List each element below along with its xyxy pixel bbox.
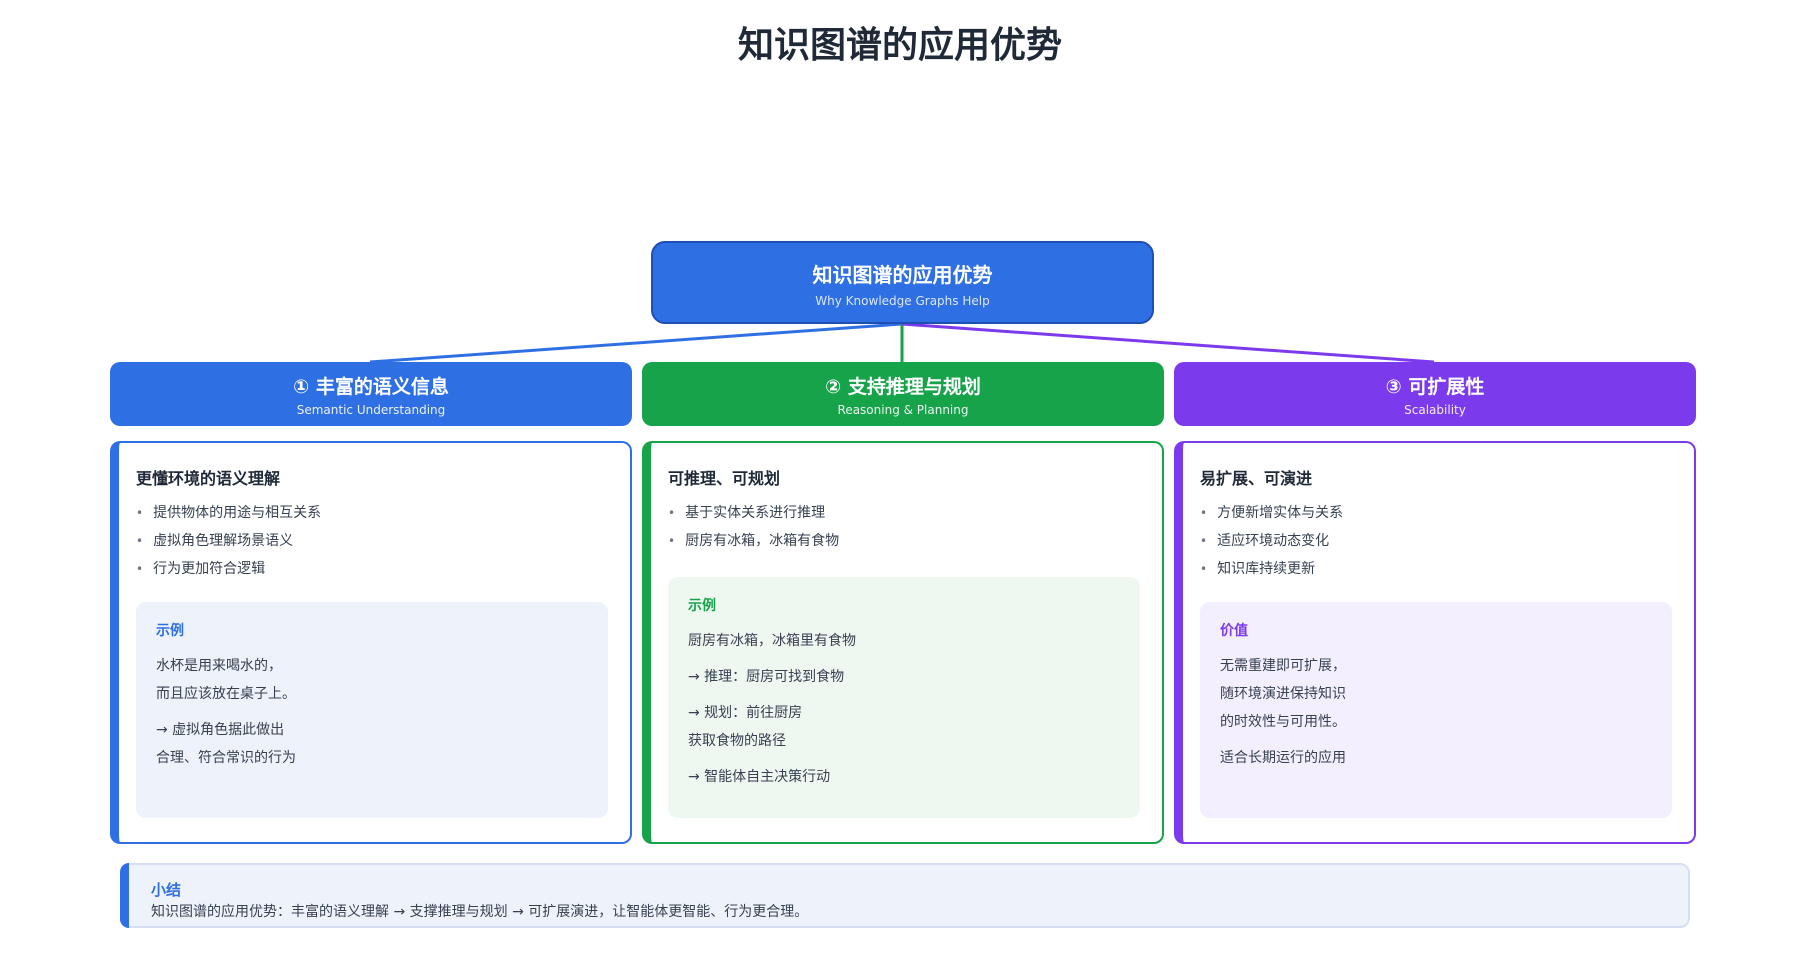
box-line: → 推理：厨房可找到食物 — [688, 669, 845, 685]
card-title: 易扩展、可演进 — [1200, 469, 1313, 488]
box-line: 随环境演进保持知识 — [1220, 686, 1346, 702]
box-title: 示例 — [688, 598, 716, 614]
box-line: → 智能体自主决策行动 — [688, 769, 831, 785]
root-node: 知识图谱的应用优势 Why Knowledge Graphs Help — [651, 241, 1154, 324]
summary-box: 小结 知识图谱的应用优势：丰富的语义理解 → 支撑推理与规划 → 可扩展演进，让… — [120, 863, 1690, 928]
example-box: 示例 厨房有冰箱，冰箱里有食物 → 推理：厨房可找到食物 → 规划：前往厨房 获… — [668, 577, 1140, 818]
page-title: 知识图谱的应用优势 — [737, 25, 1062, 66]
list-item: 方便新增实体与关系 — [1200, 499, 1343, 527]
box-line: 适合长期运行的应用 — [1220, 750, 1346, 766]
card-title: 可推理、可规划 — [668, 469, 781, 488]
list-item: 厨房有冰箱，冰箱有食物 — [668, 527, 839, 555]
column-head-reasoning: ② 支持推理与规划 Reasoning & Planning — [642, 362, 1164, 426]
list-item: 适应环境动态变化 — [1200, 527, 1343, 555]
box-title: 示例 — [156, 623, 184, 639]
column-head-semantic: ① 丰富的语义信息 Semantic Understanding — [110, 362, 632, 426]
list-item: 基于实体关系进行推理 — [668, 499, 839, 527]
column-head-title: ③ 可扩展性 — [1385, 376, 1485, 398]
connector-purple — [901, 322, 1435, 364]
bullet-list: 基于实体关系进行推理 厨房有冰箱，冰箱有食物 — [668, 499, 839, 555]
bullet-list: 方便新增实体与关系 适应环境动态变化 知识库持续更新 — [1200, 499, 1343, 583]
value-box: 价值 无需重建即可扩展， 随环境演进保持知识 的时效性与可用性。 适合长期运行的… — [1200, 602, 1672, 818]
box-line: → 虚拟角色据此做出 — [156, 722, 285, 738]
column-head-subtitle: Reasoning & Planning — [837, 403, 969, 417]
column-head-title: ① 丰富的语义信息 — [293, 376, 449, 398]
connector-blue — [369, 322, 903, 364]
box-line: 厨房有冰箱，冰箱里有食物 — [688, 633, 856, 649]
list-item: 知识库持续更新 — [1200, 555, 1343, 583]
box-line: → 规划：前往厨房 — [688, 705, 803, 721]
box-line: 获取食物的路径 — [688, 733, 786, 749]
root-title: 知识图谱的应用优势 — [812, 263, 993, 287]
summary-accent-bar — [120, 863, 129, 928]
column-head-subtitle: Semantic Understanding — [296, 403, 446, 417]
bullet-list: 提供物体的用途与相互关系 虚拟角色理解场景语义 行为更加符合逻辑 — [136, 499, 321, 583]
card-scalability: 易扩展、可演进 方便新增实体与关系 适应环境动态变化 知识库持续更新 价值 无需… — [1174, 441, 1696, 844]
card-title: 更懂环境的语义理解 — [136, 469, 281, 488]
list-item: 虚拟角色理解场景语义 — [136, 527, 321, 555]
column-head-subtitle: Scalability — [1404, 403, 1466, 417]
box-line: 水杯是用来喝水的， — [156, 658, 282, 674]
example-box: 示例 水杯是用来喝水的， 而且应该放在桌子上。 → 虚拟角色据此做出 合理、符合… — [136, 602, 608, 818]
card-reasoning: 可推理、可规划 基于实体关系进行推理 厨房有冰箱，冰箱有食物 示例 厨房有冰箱，… — [642, 441, 1164, 844]
box-line: 而且应该放在桌子上。 — [156, 686, 296, 702]
list-item: 提供物体的用途与相互关系 — [136, 499, 321, 527]
summary-title: 小结 — [151, 881, 182, 899]
list-item: 行为更加符合逻辑 — [136, 555, 321, 583]
box-line: 无需重建即可扩展， — [1220, 658, 1346, 674]
card-semantic: 更懂环境的语义理解 提供物体的用途与相互关系 虚拟角色理解场景语义 行为更加符合… — [110, 441, 632, 844]
box-title: 价值 — [1220, 623, 1248, 639]
box-line: 的时效性与可用性。 — [1220, 714, 1346, 730]
box-line: 合理、符合常识的行为 — [156, 750, 296, 766]
column-head-scalability: ③ 可扩展性 Scalability — [1174, 362, 1696, 426]
root-subtitle: Why Knowledge Graphs Help — [815, 294, 990, 308]
summary-text: 知识图谱的应用优势：丰富的语义理解 → 支撑推理与规划 → 可扩展演进，让智能体… — [151, 904, 809, 920]
column-head-title: ② 支持推理与规划 — [825, 376, 981, 398]
